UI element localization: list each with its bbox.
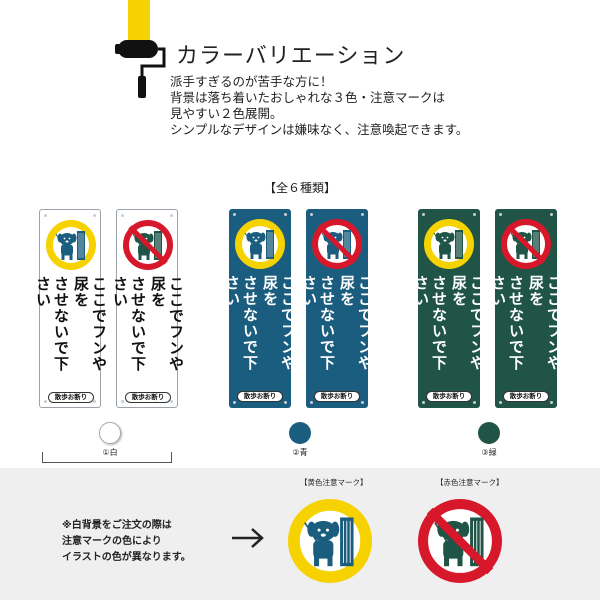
yellow-accent-bar: [128, 0, 150, 40]
sign-message-line: ここでフンや尿を: [338, 275, 374, 371]
sign-panel-green-yellow[interactable]: ここでフンや尿をさせないで下さい散歩お断り: [412, 209, 486, 408]
no-dog-icon: [123, 220, 173, 270]
note-text: ※白背景をご注文の際は 注意マークの色により イラストの色が異なります。: [62, 518, 191, 566]
sign-message-line: ここでフンや尿を: [149, 276, 185, 372]
sign-message-line: ここでフンや尿を: [261, 275, 297, 371]
yellow-caution-icon: [235, 219, 285, 269]
sign-pill-label: 散歩お断り: [503, 391, 549, 402]
description-line: シンプルなデザインは嫌味なく、注意喚起できます。: [170, 122, 469, 137]
bracket-divider: [42, 452, 172, 463]
mounting-hole: [310, 213, 313, 216]
swatch-blue[interactable]: [289, 422, 311, 444]
note-line: ※白背景をご注文の際は: [62, 520, 172, 531]
sign-panel-blue-red[interactable]: ここでフンや尿をさせないで下さい散歩お断り: [300, 209, 374, 408]
description-line: 見やすい２色展開。: [170, 106, 283, 121]
mounting-hole: [284, 401, 287, 404]
sign-message: ここでフンや尿をさせないで下さい: [223, 275, 297, 385]
mounting-hole: [473, 401, 476, 404]
mounting-hole: [233, 213, 236, 216]
note-line: 注意マークの色により: [62, 536, 162, 547]
mounting-hole: [422, 401, 425, 404]
sign-message-line: させないで下さい: [111, 276, 147, 372]
sign-message-line: させないで下さい: [223, 275, 259, 371]
mounting-hole: [473, 213, 476, 216]
description-line: 背景は落ち着いたおしゃれな３色・注意マークは: [170, 90, 446, 105]
mounting-hole: [170, 214, 173, 217]
sign-pill-label: 散歩お断り: [237, 391, 283, 402]
swatch-green[interactable]: [478, 422, 500, 444]
mounting-hole: [233, 401, 236, 404]
mounting-hole: [422, 213, 425, 216]
sign-panel-blue-yellow[interactable]: ここでフンや尿をさせないで下さい散歩お断り: [223, 209, 297, 408]
sign-message: ここでフンや尿をさせないで下さい: [34, 276, 108, 386]
mounting-hole: [499, 401, 502, 404]
right-arrow-icon: [232, 528, 264, 548]
sign-message-line: ここでフンや尿を: [72, 276, 108, 372]
mounting-hole: [93, 214, 96, 217]
red-caution-mark: [418, 499, 502, 587]
yellow-caution-icon: [46, 220, 96, 270]
sign-message-line: させないで下さい: [300, 275, 336, 371]
note-line: イラストの色が異なります。: [62, 552, 191, 563]
sign-panel-white-red[interactable]: ここでフンや尿をさせないで下さい散歩お断り: [111, 209, 185, 408]
sign-message-line: させないで下さい: [34, 276, 70, 372]
mounting-hole: [121, 400, 124, 403]
mounting-hole: [284, 213, 287, 216]
no-dog-icon: [501, 219, 551, 269]
mounting-hole: [361, 401, 364, 404]
yellow-caution-icon: [424, 219, 474, 269]
sign-message: ここでフンや尿をさせないで下さい: [111, 276, 185, 386]
sign-pill-label: 散歩お断り: [426, 391, 472, 402]
sign-pill-label: 散歩お断り: [314, 391, 360, 402]
no-dog-icon: [312, 219, 362, 269]
mounting-hole: [499, 213, 502, 216]
sign-message-line: させないで下さい: [489, 275, 525, 371]
swatch-white[interactable]: [99, 422, 121, 444]
sign-message: ここでフンや尿をさせないで下さい: [412, 275, 486, 385]
mounting-hole: [93, 400, 96, 403]
mounting-hole: [44, 400, 47, 403]
mounting-hole: [170, 400, 173, 403]
sign-panel-white-yellow[interactable]: ここでフンや尿をさせないで下さい散歩お断り: [34, 209, 108, 408]
sign-message-line: させないで下さい: [412, 275, 448, 371]
swatch-label-green: ③緑: [481, 448, 497, 457]
red-mark-label: 【赤色注意マーク】: [436, 478, 504, 487]
swatch-label-white: ①白: [102, 448, 118, 457]
description-line: 派手すぎるのが苦手な方に！: [170, 74, 333, 89]
mounting-hole: [310, 401, 313, 404]
mounting-hole: [550, 213, 553, 216]
sign-panel-green-red[interactable]: ここでフンや尿をさせないで下さい散歩お断り: [489, 209, 563, 408]
sign-message-line: ここでフンや尿を: [450, 275, 486, 371]
sign-message-line: ここでフンや尿を: [527, 275, 563, 371]
yellow-mark-label: 【黄色注意マーク】: [300, 478, 368, 487]
kinds-label: 【全６種類】: [263, 181, 336, 195]
mounting-hole: [361, 213, 364, 216]
sign-pill-label: 散歩お断り: [125, 392, 171, 403]
sign-message: ここでフンや尿をさせないで下さい: [300, 275, 374, 385]
mounting-hole: [550, 401, 553, 404]
sign-message: ここでフンや尿をさせないで下さい: [489, 275, 563, 385]
swatch-label-blue: ②青: [292, 448, 308, 457]
page-title: カラーバリエーション: [176, 44, 406, 69]
description: 派手すぎるのが苦手な方に！ 背景は落ち着いたおしゃれな３色・注意マークは 見やす…: [170, 74, 468, 138]
mounting-hole: [44, 214, 47, 217]
paint-roller-icon: [115, 40, 166, 98]
mounting-hole: [121, 214, 124, 217]
sign-pill-label: 散歩お断り: [48, 392, 94, 403]
yellow-caution-mark: [288, 499, 372, 587]
